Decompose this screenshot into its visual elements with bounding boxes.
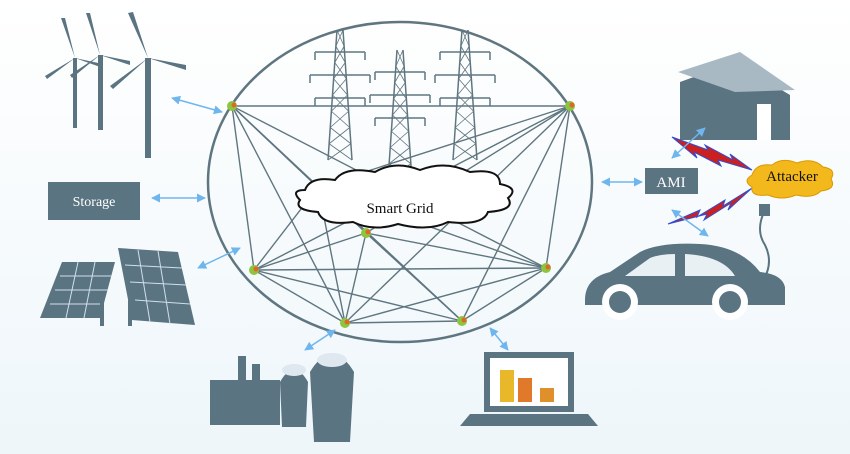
power-plant-icon <box>210 353 354 442</box>
bidirectional-arrow <box>671 209 709 237</box>
mesh-line <box>365 232 547 269</box>
storage-box: Storage <box>48 182 140 220</box>
grid-node-core <box>461 317 467 323</box>
solar-panel-icon <box>40 248 195 326</box>
grid-node-core <box>231 102 237 108</box>
mesh-line <box>344 320 463 324</box>
bidirectional-arrow <box>671 127 706 159</box>
bidirectional-arrow <box>304 329 336 351</box>
mesh-line <box>344 232 367 324</box>
ami-box: AMI <box>645 168 698 194</box>
mesh-line <box>365 232 463 322</box>
grid-node-core <box>569 102 575 108</box>
plug-icon <box>759 204 770 286</box>
mesh-line <box>545 105 571 269</box>
smart-grid-cloud: Smart Grid <box>295 164 514 229</box>
storage-label: Storage <box>73 195 116 210</box>
mesh-line <box>344 267 547 324</box>
electric-car-icon <box>585 243 785 320</box>
laptop-chart-icon <box>460 352 598 426</box>
bidirectional-arrow <box>171 95 223 115</box>
attacker-cloud: Attacker <box>746 159 834 199</box>
house-icon <box>678 52 795 140</box>
bidirectional-arrow <box>489 327 509 351</box>
communication-arrows <box>151 95 709 351</box>
mesh-line <box>231 105 346 324</box>
grid-node-core <box>365 229 371 235</box>
grid-node-core <box>545 264 551 270</box>
transmission-towers-icon <box>309 29 496 181</box>
mesh-line <box>461 105 571 322</box>
attacker-label: Attacker <box>766 169 818 185</box>
smart-grid-label: Smart Grid <box>366 201 434 217</box>
mesh-line <box>253 232 367 271</box>
grid-node-core <box>344 319 350 325</box>
grid-circle <box>206 20 594 344</box>
ami-label: AMI <box>656 175 685 191</box>
mesh-line <box>253 269 346 324</box>
mesh-line <box>253 267 547 271</box>
mesh-line <box>461 267 547 322</box>
grid-node-core <box>253 266 259 272</box>
mesh-line <box>231 105 255 271</box>
wind-turbine-icon <box>45 12 186 158</box>
tower <box>309 29 371 161</box>
mesh-line <box>253 269 463 322</box>
bidirectional-arrow <box>197 247 241 269</box>
tower <box>434 29 496 161</box>
